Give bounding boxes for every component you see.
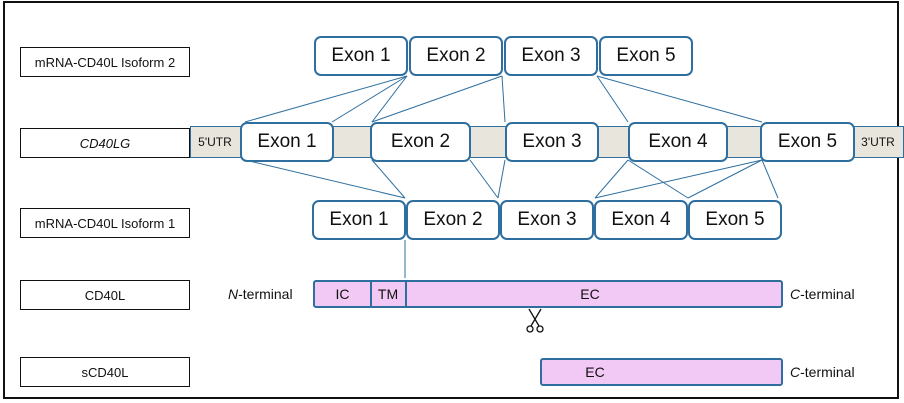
gene-exon-1: Exon 1 — [240, 122, 334, 162]
connector-line — [244, 75, 408, 123]
connector-line — [244, 159, 406, 199]
row-label-isoform2: mRNA-CD40L Isoform 2 — [20, 47, 190, 77]
soluble-segment-ec: EC — [585, 364, 605, 380]
connector-line — [497, 159, 506, 199]
scissors-icon — [526, 308, 544, 333]
gene-exon-3: Exon 3 — [505, 122, 599, 162]
row-label-soluble: sCD40L — [20, 357, 190, 387]
connector-line — [596, 75, 763, 123]
diagram-frame — [3, 1, 899, 399]
connector-line — [371, 75, 503, 123]
connector-line — [331, 75, 408, 123]
isoform1-exon-4: Exon 4 — [594, 200, 688, 240]
soluble-c-terminal-letter: C — [790, 364, 801, 380]
connector-line — [627, 159, 689, 199]
isoform2-exon-1: Exon 1 — [314, 36, 408, 76]
segment-ic: IC — [335, 286, 350, 302]
segment-tm: TM — [377, 286, 399, 302]
row-label-protein: CD40L — [20, 280, 190, 310]
row-label-gene: CD40LG — [20, 128, 190, 158]
n-terminal-letter: N — [228, 286, 239, 302]
connector-line — [761, 159, 779, 199]
utr-5: 5'UTR — [198, 135, 232, 149]
connector-line — [687, 159, 763, 199]
connector-line — [469, 159, 499, 199]
soluble-c-terminal-suffix: -terminal — [800, 364, 855, 380]
isoform2-exon-2: Exon 2 — [409, 36, 503, 76]
connector-line — [594, 159, 629, 199]
isoform2-exon-5: Exon 5 — [599, 36, 693, 76]
n-terminal-suffix: -terminal — [238, 286, 293, 302]
c-terminal-suffix: -terminal — [800, 286, 855, 302]
protein-n-terminal: N-terminal — [228, 286, 293, 302]
utr-3: 3'UTR — [861, 135, 895, 149]
cd40l-protein-bar — [313, 280, 783, 308]
c-terminal-letter: C — [790, 286, 801, 302]
scd40l-protein-bar — [540, 358, 783, 386]
isoform1-exon-1: Exon 1 — [312, 200, 406, 240]
connector-line — [594, 159, 763, 199]
segment-ec: EC — [580, 286, 600, 302]
connector-line — [371, 159, 406, 199]
connector-line — [596, 75, 629, 123]
connector-line — [501, 75, 506, 123]
isoform2-exon-3: Exon 3 — [504, 36, 598, 76]
gene-exon-2: Exon 2 — [370, 122, 471, 162]
gene-exon-5: Exon 5 — [760, 122, 855, 162]
gene-exon-4: Exon 4 — [628, 122, 728, 162]
soluble-c-terminal: C-terminal — [790, 364, 855, 380]
protein-c-terminal: C-terminal — [790, 286, 855, 302]
isoform1-exon-3: Exon 3 — [500, 200, 594, 240]
tm-ec-divider — [405, 282, 407, 306]
isoform1-exon-2: Exon 2 — [406, 200, 500, 240]
isoform1-exon-5: Exon 5 — [688, 200, 782, 240]
connector-line — [371, 75, 408, 123]
ic-tm-divider — [370, 282, 372, 306]
row-label-isoform1: mRNA-CD40L Isoform 1 — [20, 208, 190, 238]
